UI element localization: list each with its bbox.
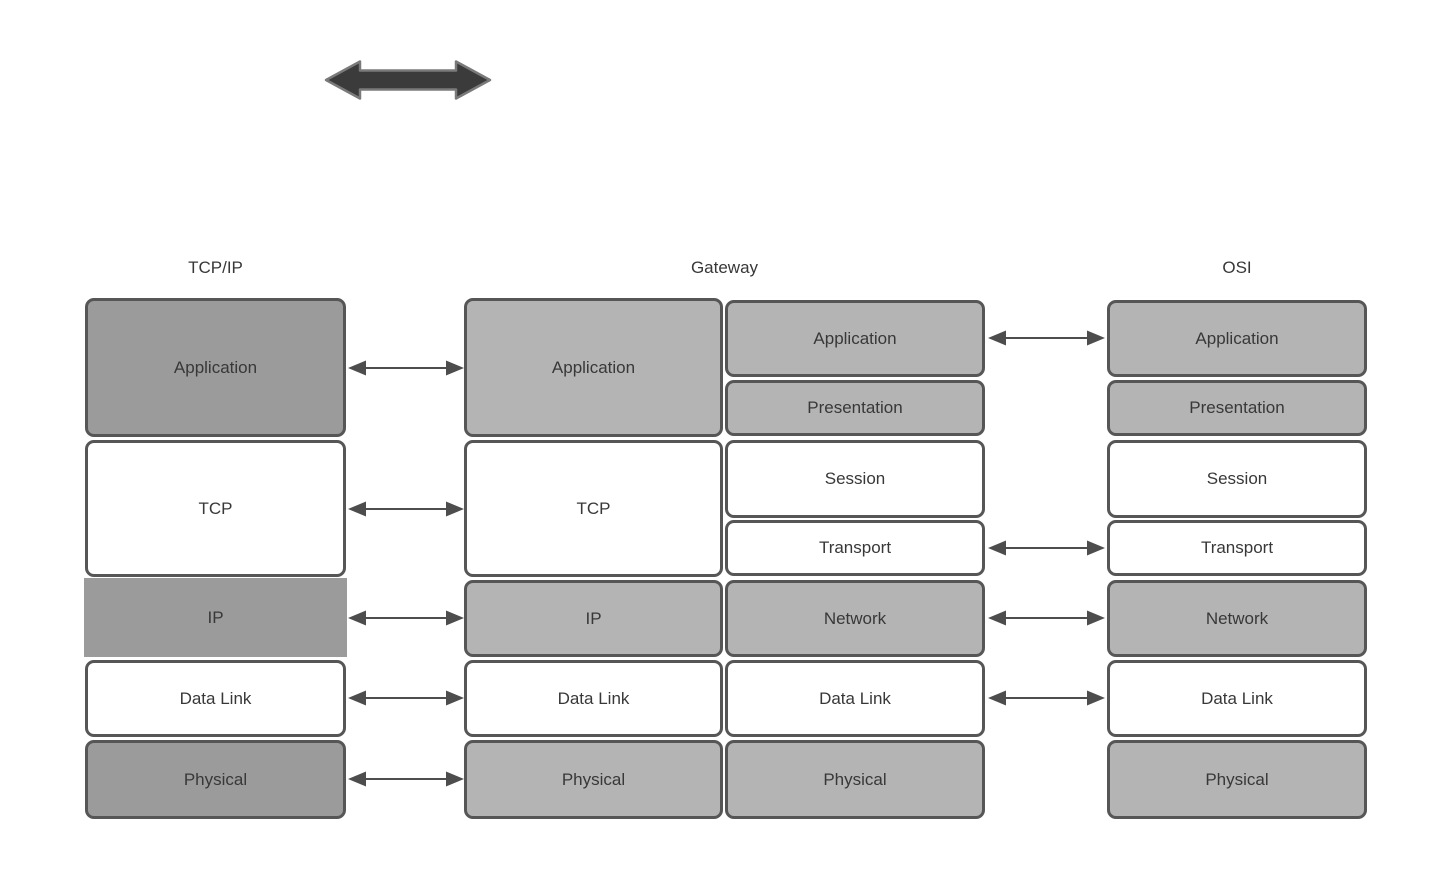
osi-layer-network-label: Network (1205, 608, 1269, 628)
osi-layer-datalink: Data Link (1107, 660, 1367, 737)
gateway-right-layer-presentation: Presentation (725, 380, 985, 436)
gateway-left-layer-datalink: Data Link (464, 660, 723, 737)
osi-layer-session-label: Session (1206, 469, 1268, 488)
tcpip-column-header: TCP/IP (188, 258, 243, 277)
osi-layer-presentation-label: Presentation (1189, 398, 1285, 417)
tcpip-layer-application-label: Application (173, 357, 258, 377)
tcpip-layer-ip-label: IP (207, 607, 224, 627)
gateway-right-layer-session: Session (725, 440, 985, 518)
osi-layer-session: Session (1107, 440, 1367, 518)
gateway-right-layer-session-label: Session (824, 469, 886, 488)
tcpip-layer-datalink-label: Data Link (179, 688, 252, 708)
gateway-right-layer-physical: Physical (725, 740, 985, 819)
gateway-left-layer-ip: IP (464, 580, 723, 657)
arrow-tcpip-gateway-application (348, 360, 464, 376)
tcpip-layer-datalink: Data Link (85, 660, 346, 737)
osi-layer-network: Network (1107, 580, 1367, 657)
tcpip-layer-application: Application (85, 298, 346, 437)
gateway-right-layer-network-label: Network (823, 608, 887, 628)
gateway-left-layer-datalink-label: Data Link (557, 688, 630, 708)
arrow-gateway-osi-transport (988, 540, 1105, 556)
tcpip-layer-physical-label: Physical (183, 769, 248, 789)
osi-layer-physical: Physical (1107, 740, 1367, 819)
tcpip-layer-ip: IP (84, 578, 347, 657)
gateway-right-layer-transport: Transport (725, 520, 985, 576)
gateway-right-layer-datalink-label: Data Link (819, 688, 891, 708)
gateway-left-layer-physical-label: Physical (561, 769, 626, 789)
gateway-right-layer-transport-label: Transport (818, 538, 892, 557)
osi-layer-application: Application (1107, 300, 1367, 377)
tcpip-layer-tcp-label: TCP (198, 498, 233, 518)
gateway-left-layer-tcp-label: TCP (576, 498, 611, 518)
big-double-arrow-icon (324, 60, 492, 100)
gateway-right-layer-application: Application (725, 300, 985, 377)
arrow-tcpip-gateway-ip (348, 610, 464, 626)
gateway-left-layer-application: Application (464, 298, 723, 437)
arrow-tcpip-gateway-datalink (348, 690, 464, 706)
gateway-right-layer-physical-label: Physical (823, 769, 887, 789)
gateway-left-layer-physical: Physical (464, 740, 723, 819)
tcpip-layer-physical: Physical (85, 740, 346, 819)
gateway-left-layer-ip-label: IP (585, 608, 602, 628)
arrow-gateway-osi-application (988, 330, 1105, 346)
gateway-column-header: Gateway (690, 258, 759, 277)
arrow-tcpip-gateway-tcp (348, 501, 464, 517)
arrow-gateway-osi-network (988, 610, 1105, 626)
arrow-tcpip-gateway-physical (348, 771, 464, 787)
osi-layer-datalink-label: Data Link (1201, 688, 1273, 708)
osi-layer-application-label: Application (1195, 328, 1279, 348)
gateway-right-layer-presentation-label: Presentation (807, 398, 903, 417)
arrow-gateway-osi-datalink (988, 690, 1105, 706)
gateway-left-layer-tcp: TCP (464, 440, 723, 577)
osi-layer-physical-label: Physical (1205, 769, 1269, 789)
gateway-right-layer-application-label: Application (813, 328, 897, 348)
gateway-right-layer-datalink: Data Link (725, 660, 985, 737)
gateway-left-layer-application-label: Application (551, 357, 636, 377)
tcpip-layer-tcp: TCP (85, 440, 346, 577)
osi-layer-transport-label: Transport (1200, 538, 1274, 557)
osi-column-header: OSI (1222, 258, 1252, 277)
osi-layer-transport: Transport (1107, 520, 1367, 576)
osi-layer-presentation: Presentation (1107, 380, 1367, 436)
gateway-right-layer-network: Network (725, 580, 985, 657)
